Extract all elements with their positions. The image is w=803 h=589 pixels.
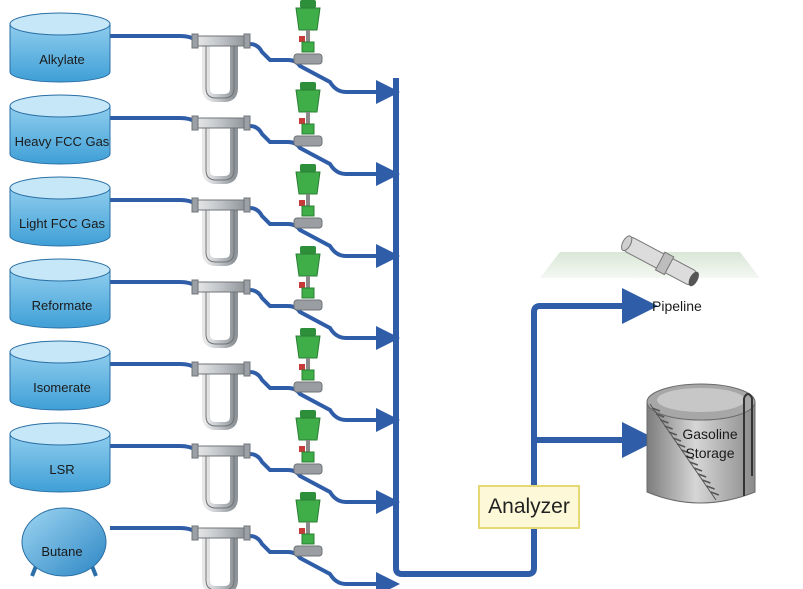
analyzer-label: Analyzer: [488, 495, 570, 518]
feed-tank: [9, 258, 111, 329]
flow-meter-icon: [191, 525, 251, 589]
gasoline-storage-tank: [646, 383, 756, 504]
control-valve-icon: [293, 246, 323, 311]
feed-tank-label: Isomerate: [33, 380, 91, 395]
control-valve-icon: [293, 492, 323, 557]
main-header-pipe: [393, 78, 658, 577]
feed-tank-label: Butane: [41, 544, 82, 559]
flow-meter-icon: [191, 361, 251, 430]
feed-row: Heavy FCC Gas: [9, 82, 400, 186]
feed-tank-label: Alkylate: [39, 52, 85, 67]
control-valve-icon: [293, 82, 323, 147]
storage-label-line1: Gasoline: [682, 426, 737, 442]
flow-meter-icon: [191, 279, 251, 348]
pipeline-icon: [540, 235, 760, 287]
feed-row: Light FCC Gas: [9, 164, 400, 268]
control-valve-icon: [293, 164, 323, 229]
control-valve-icon: [293, 0, 323, 65]
feed-tank: [9, 422, 111, 493]
control-valve-icon: [293, 328, 323, 393]
feed-tank-label: Reformate: [32, 298, 93, 313]
feed-tank-label: LSR: [49, 462, 74, 477]
flow-meter-icon: [191, 443, 251, 512]
flow-meter-icon: [191, 33, 251, 102]
storage-label-line2: Storage: [685, 445, 734, 461]
flow-meter-icon: [191, 115, 251, 184]
feed-row: Reformate: [9, 246, 400, 350]
pipeline-label: Pipeline: [652, 298, 702, 314]
feed-row: LSR: [9, 410, 400, 514]
feed-row: Alkylate: [9, 0, 400, 104]
feed-tank: [9, 340, 111, 411]
control-valve-icon: [293, 410, 323, 475]
feed-row: Isomerate: [9, 328, 400, 432]
feed-tank: [9, 12, 111, 83]
feed-row: Butane: [21, 492, 400, 589]
feed-tank-label: Heavy FCC Gas: [15, 134, 110, 149]
feed-tank-label: Light FCC Gas: [19, 216, 105, 231]
feed-tank: [9, 176, 111, 247]
feed-tank: [9, 94, 111, 165]
butane-sphere-tank: [21, 507, 107, 577]
analyzer-box: Analyzer: [478, 485, 580, 529]
flow-meter-icon: [191, 197, 251, 266]
